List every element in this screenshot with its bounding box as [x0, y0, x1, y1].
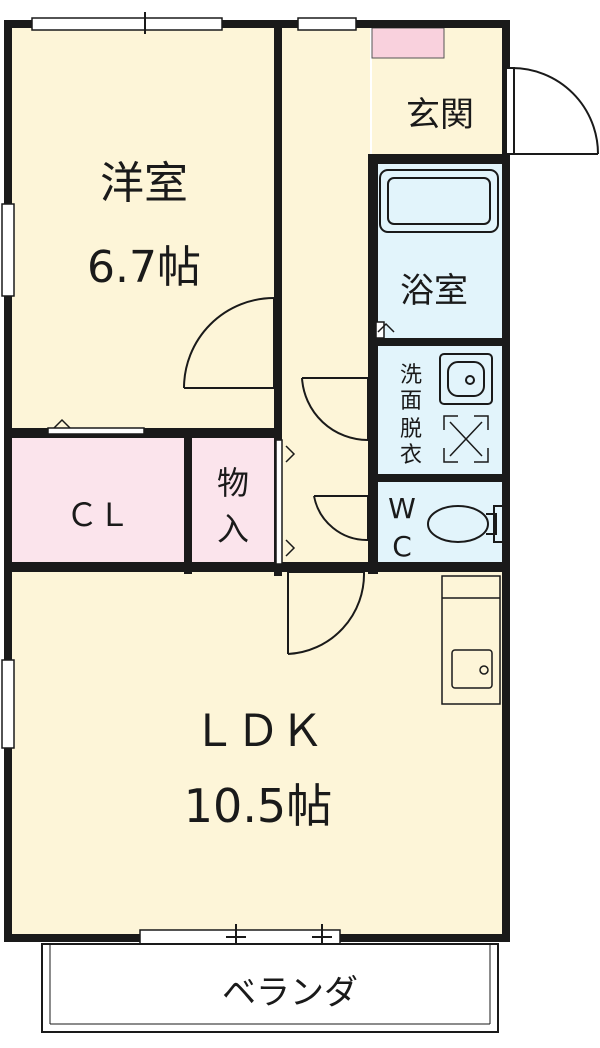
storage-label-char-1: 物: [217, 464, 249, 502]
veranda-label: ベランダ: [222, 973, 358, 1013]
entrance-label: 玄関: [406, 95, 474, 135]
ldk-floor: [10, 572, 504, 936]
closet-label: ＣＬ: [66, 496, 130, 534]
western-room-name: 洋室: [100, 158, 188, 209]
kitchen-counter-icon: [441, 575, 501, 705]
genkan-mat: [371, 27, 445, 59]
toilet-label-char-1: W: [388, 492, 416, 525]
hallway-floor: [282, 26, 370, 572]
toilet-label-char-2: C: [392, 530, 412, 563]
hinge-marks: [53, 322, 395, 557]
washroom-label-char-2: 面: [400, 389, 422, 414]
bathroom-floor: [376, 164, 502, 340]
storage-label-char-2: 入: [217, 510, 249, 548]
bathroom-label: 浴室: [400, 271, 468, 311]
veranda-outline: [41, 943, 499, 1033]
wash-basin-icon: [439, 353, 493, 405]
washroom-label-char-1: 洗: [400, 363, 422, 388]
toilet-floor: [376, 482, 502, 566]
toilet-icon: [427, 505, 505, 543]
ldk-size: 10.5帖: [184, 779, 332, 833]
washroom-label-char-4: 衣: [400, 443, 422, 468]
doors: [183, 67, 599, 655]
washing-machine-space-icon: [443, 415, 489, 463]
washroom-label-char-3: 脱: [400, 417, 422, 442]
western-room-floor: [10, 26, 276, 432]
storage-floor: [192, 438, 276, 566]
ldk-name: ＬＤＫ: [192, 706, 324, 757]
closet-floor: [10, 438, 186, 566]
western-room-size: 6.7帖: [87, 242, 201, 293]
bathtub-icon: [379, 169, 499, 233]
